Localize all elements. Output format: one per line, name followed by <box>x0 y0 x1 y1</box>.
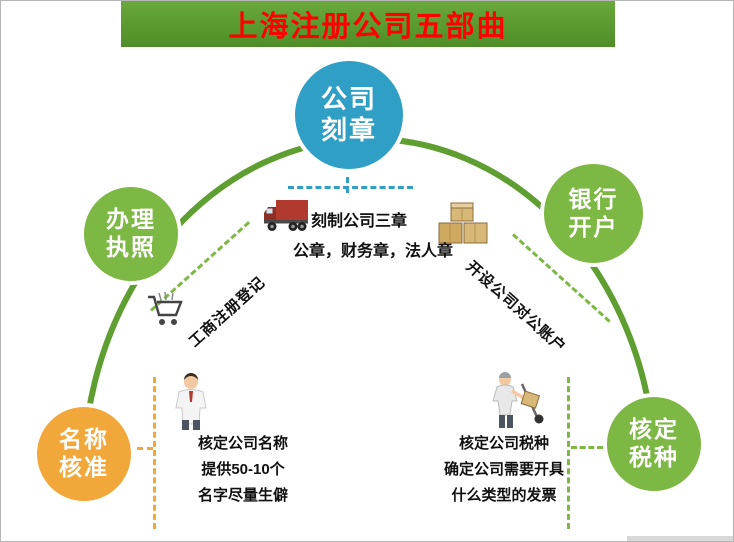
step-tax-line1: 核定 <box>629 416 679 443</box>
license-annotation-label: 工商注册登记 <box>185 273 269 351</box>
step-name-line1: 名称 <box>59 426 109 453</box>
step-circle-license: 办理 执照 <box>80 183 182 285</box>
step-seal-line2: 刻章 <box>320 115 377 145</box>
tax-annotation-line2: 确定公司需要开具 <box>443 461 564 478</box>
step-name-line2: 核准 <box>59 454 109 480</box>
step-license-line2: 执照 <box>106 234 156 260</box>
corner-strip <box>627 536 733 541</box>
step-bank-line2: 开户 <box>568 213 619 240</box>
seal-annotation-line2: 公章，财务章，法人章 <box>293 243 454 260</box>
name-annotation-line1: 核定公司名称 <box>197 435 288 452</box>
name-annotation-block: 核定公司名称 提供50-10个 名字尽量生僻 <box>163 431 323 509</box>
page-title: 上海注册公司五部曲 <box>228 11 508 43</box>
step-tax-line2: 税种 <box>629 444 679 470</box>
worker-icon <box>487 371 549 434</box>
tax-annotation-line3: 什么类型的发票 <box>451 487 557 504</box>
tax-annotation-block: 核定公司税种 确定公司需要开具 什么类型的发票 <box>429 431 579 509</box>
step-circle-bank: 银行 开户 <box>540 160 647 267</box>
step-bank-line1: 银行 <box>568 185 619 212</box>
step-circle-seal: 公司 刻章 <box>291 57 407 173</box>
step-license-line1: 办理 <box>106 206 156 233</box>
step-circle-name: 名称 核准 <box>33 403 135 505</box>
seal-annotation-line1: 刻制公司三章 <box>311 213 408 230</box>
name-connector-vertical <box>153 377 156 529</box>
step-seal-line1: 公司 <box>320 83 377 114</box>
step-circle-tax: 核定 税种 <box>603 393 705 495</box>
tax-annotation-line1: 核定公司税种 <box>458 435 549 452</box>
truck-icon <box>263 197 309 238</box>
shopping-cart-icon <box>145 289 189 338</box>
businessman-icon <box>169 373 213 436</box>
seal-connector-horizontal <box>288 186 413 189</box>
name-annotation-line2: 提供50-10个 <box>201 461 285 478</box>
name-annotation-line3: 名字尽量生僻 <box>197 487 288 504</box>
header-banner: 上海注册公司五部曲 <box>121 1 615 47</box>
